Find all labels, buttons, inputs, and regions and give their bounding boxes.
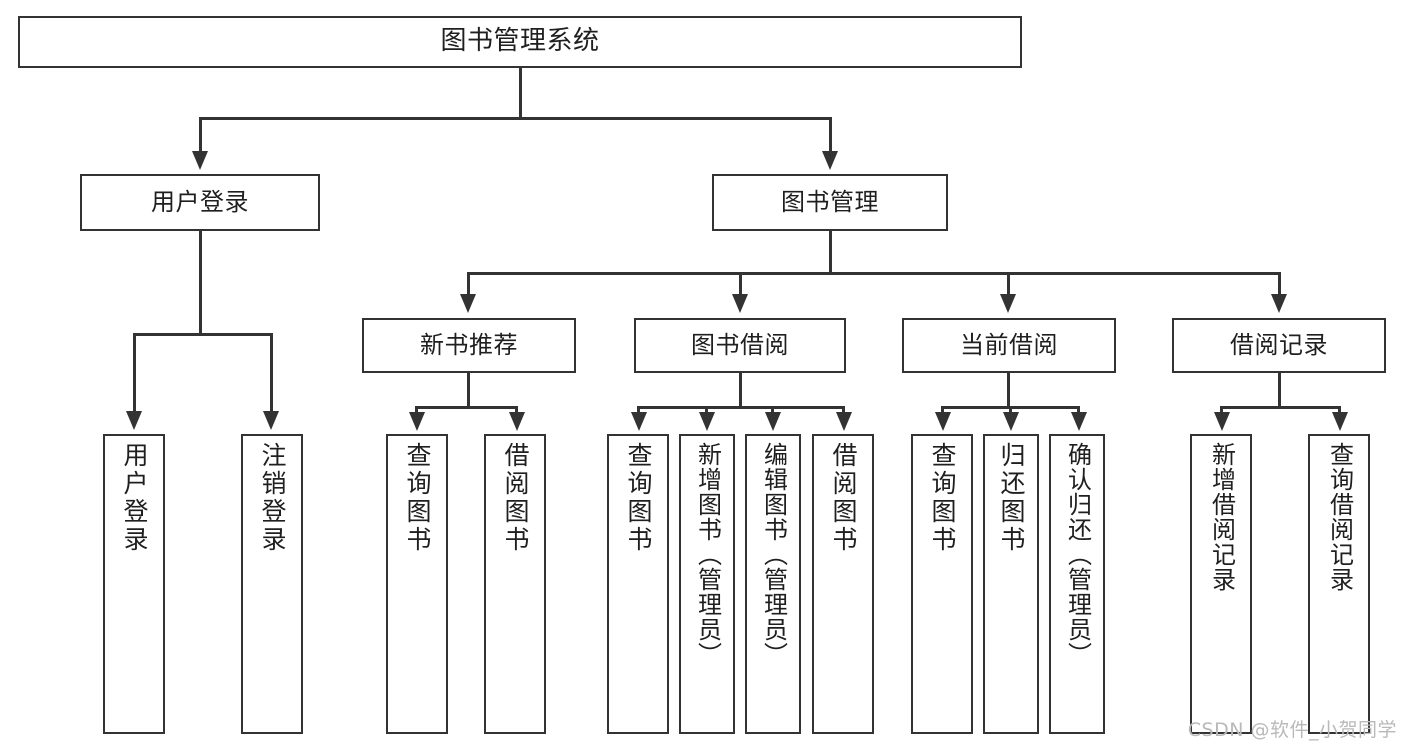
node-leaf-query-book-2-label: 查询图书 [624,442,653,554]
edge-manage-bar [467,272,1280,275]
arrow-root-to-login [192,151,208,170]
edge-current-stem [1007,373,1010,407]
node-leaf-confirm-return-label: 确认归还（管理员） [1063,442,1092,667]
node-leaf-user-login[interactable]: 用户登录 [103,434,165,734]
node-book-borrow-label: 图书借阅 [691,330,789,359]
arrow-borrow-to-leaf-2 [699,412,715,431]
arrow-login-to-leaf-2 [263,411,279,430]
edge-manage-to-l2-3 [1007,272,1010,295]
edge-recommend-to-leaf-1 [415,406,418,413]
arrow-borrow-to-leaf-1 [631,412,647,431]
node-leaf-edit-book-label: 编辑图书（管理员） [759,442,788,667]
edge-recommend-stem [467,373,470,407]
node-current-borrow[interactable]: 当前借阅 [902,318,1116,373]
node-book-manage[interactable]: 图书管理 [712,174,948,231]
arrow-login-to-leaf-1 [126,411,142,430]
edge-manage-to-l2-1 [467,272,470,295]
arrow-current-to-leaf-2 [1003,412,1019,431]
node-leaf-return-book-label: 归还图书 [997,442,1026,554]
node-user-login[interactable]: 用户登录 [80,174,320,231]
edge-borrow-stem [739,373,742,407]
edge-manage-to-l2-2 [739,272,742,295]
arrow-manage-to-l2-4 [1271,294,1287,313]
edge-current-to-leaf-1 [941,406,944,413]
edge-records-to-leaf-1 [1220,406,1223,413]
arrow-records-to-leaf-1 [1214,412,1230,431]
node-leaf-confirm-return[interactable]: 确认归还（管理员） [1049,434,1105,734]
arrow-borrow-to-leaf-4 [836,412,852,431]
node-leaf-query-book-1[interactable]: 查询图书 [386,434,448,734]
edge-borrow-bar [637,406,844,409]
edge-manage-to-l2-4 [1278,272,1281,295]
node-leaf-return-book[interactable]: 归还图书 [983,434,1039,734]
arrow-records-to-leaf-2 [1332,412,1348,431]
edge-recommend-to-leaf-2 [515,406,518,413]
node-leaf-query-record[interactable]: 查询借阅记录 [1308,434,1370,734]
node-leaf-logout[interactable]: 注销登录 [241,434,303,734]
node-book-manage-label: 图书管理 [781,187,879,216]
edge-root-to-manage [829,117,832,152]
node-leaf-logout-label: 注销登录 [258,442,287,554]
edge-borrow-to-leaf-4 [842,406,845,413]
node-new-book-recommend[interactable]: 新书推荐 [362,318,576,373]
node-leaf-query-book-3[interactable]: 查询图书 [911,434,973,734]
edge-current-to-leaf-3 [1077,406,1080,413]
arrow-borrow-to-leaf-3 [765,412,781,431]
node-root-label: 图书管理系统 [440,26,600,57]
node-book-borrow[interactable]: 图书借阅 [634,318,846,373]
node-root[interactable]: 图书管理系统 [18,16,1022,68]
edge-login-bar [133,333,272,336]
arrow-current-to-leaf-1 [935,412,951,431]
node-leaf-edit-book[interactable]: 编辑图书（管理员） [745,434,801,734]
edge-login-to-leaf-2 [270,333,273,412]
edge-login-to-leaf-1 [133,333,136,412]
node-leaf-query-book-3-label: 查询图书 [928,442,957,554]
node-leaf-add-record-label: 新增借阅记录 [1207,442,1236,592]
edge-borrow-to-leaf-3 [771,406,774,413]
edge-recommend-bar [415,406,517,409]
node-leaf-add-record[interactable]: 新增借阅记录 [1190,434,1252,734]
node-leaf-borrow-book-1[interactable]: 借阅图书 [484,434,546,734]
node-leaf-user-login-label: 用户登录 [120,442,149,554]
edge-records-bar [1220,406,1340,409]
arrow-manage-to-l2-3 [1000,294,1016,313]
arrow-root-to-manage [822,151,838,170]
edge-root-to-login [199,117,202,152]
arrow-manage-to-l2-1 [460,294,476,313]
edge-current-to-leaf-2 [1009,406,1012,413]
node-borrow-records-label: 借阅记录 [1230,330,1328,359]
node-leaf-add-book-label: 新增图书（管理员） [693,442,722,667]
node-leaf-query-book-2[interactable]: 查询图书 [607,434,669,734]
node-user-login-label: 用户登录 [151,187,249,216]
edge-records-stem [1278,373,1281,407]
edge-borrow-to-leaf-2 [705,406,708,413]
node-leaf-query-book-1-label: 查询图书 [403,442,432,554]
arrow-recommend-to-leaf-2 [509,412,525,431]
node-leaf-borrow-book-2-label: 借阅图书 [829,442,858,554]
node-leaf-borrow-book-2[interactable]: 借阅图书 [812,434,874,734]
node-borrow-records[interactable]: 借阅记录 [1172,318,1386,373]
edge-manage-stem [829,231,832,273]
arrow-recommend-to-leaf-1 [409,412,425,431]
edge-login-stem [199,231,202,334]
edge-borrow-to-leaf-1 [637,406,640,413]
arrow-current-to-leaf-3 [1071,412,1087,431]
edge-records-to-leaf-2 [1338,406,1341,413]
edge-root-bar [199,117,831,120]
arrow-manage-to-l2-2 [732,294,748,313]
node-leaf-borrow-book-1-label: 借阅图书 [501,442,530,554]
edge-root-stem [519,68,522,118]
node-leaf-query-record-label: 查询借阅记录 [1325,442,1354,592]
node-new-book-recommend-label: 新书推荐 [420,330,518,359]
node-leaf-add-book[interactable]: 新增图书（管理员） [679,434,735,734]
node-current-borrow-label: 当前借阅 [960,330,1058,359]
